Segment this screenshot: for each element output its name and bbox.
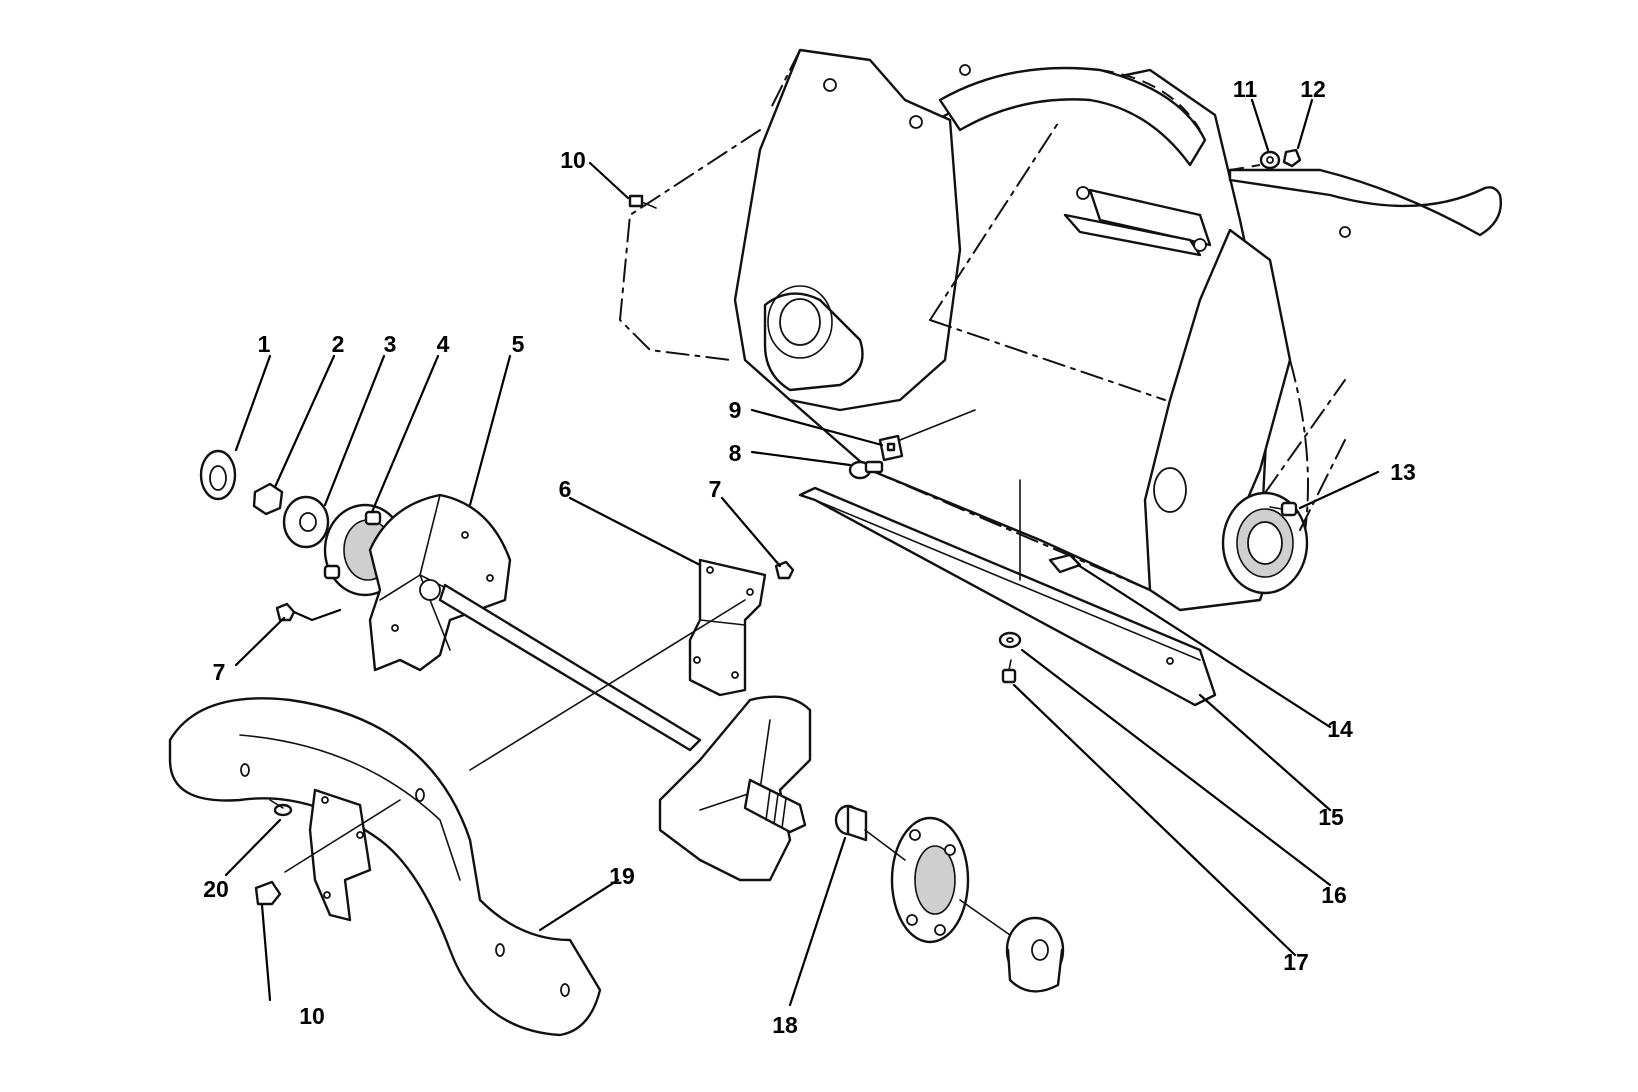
callout-18: 18 [772,1012,798,1038]
callout-7-lower: 7 [213,659,226,685]
callout-13: 13 [1390,459,1416,485]
callout-17: 17 [1283,949,1309,975]
callout-4: 4 [437,331,450,357]
auger-housing [618,48,1502,612]
callout-3: 3 [384,331,397,357]
callout-6: 6 [559,476,572,502]
callout-14: 14 [1327,716,1353,742]
callout-leaders [224,98,1380,1007]
auger-paddles [168,558,795,1037]
callout-7-upper: 7 [709,476,722,502]
callout-16: 16 [1321,882,1347,908]
auger-shaft-assembly [199,449,1065,993]
callout-12: 12 [1300,76,1326,102]
callout-19: 19 [609,863,635,889]
callout-11: 11 [1233,76,1258,102]
callout-20: 20 [203,876,229,902]
callout-2: 2 [332,331,345,357]
callout-5: 5 [512,331,525,357]
callout-10-lower: 10 [299,1003,325,1029]
callout-labels: 1 2 3 4 5 6 7 7 8 9 10 10 11 12 13 14 15… [203,76,1416,1038]
callout-9: 9 [729,397,742,423]
hardware-bolts [628,148,1302,684]
scraper-bar [798,486,1217,707]
callout-10-upper: 10 [560,147,586,173]
callout-15: 15 [1318,804,1344,830]
callout-1: 1 [258,331,271,357]
callout-8: 8 [729,440,742,466]
